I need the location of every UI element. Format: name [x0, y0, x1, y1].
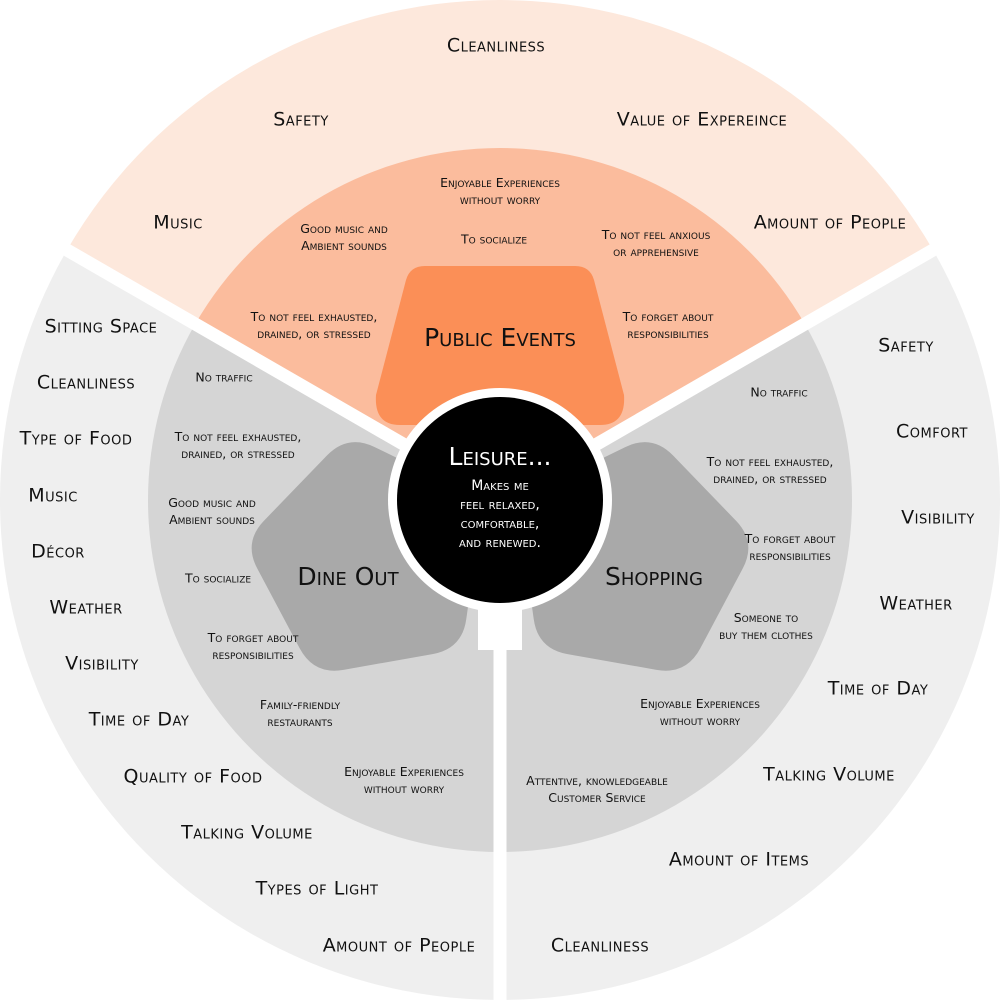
dine-out-inner-item-line: To forget about: [207, 630, 299, 645]
dine-out-outer-item: Talking Volume: [180, 822, 313, 844]
public-events-label: Public Events: [424, 323, 576, 352]
public-events-inner-item-line: To socialize: [460, 232, 527, 247]
public-events-outer-item: Amount of People: [754, 212, 907, 234]
public-events-inner-item-line: responsibilities: [627, 326, 709, 341]
shopping-outer-item: Visibility: [901, 507, 975, 529]
public-events-outer-item: Cleanliness: [447, 35, 545, 57]
dine-out-outer-item: Weather: [49, 597, 122, 619]
shopping-inner-item-line: responsibilities: [749, 548, 831, 563]
public-events-outer-item: Music: [153, 212, 203, 234]
shopping-inner-item: To not feel exhausted, drained, or stress…: [706, 454, 834, 486]
dine-out-inner-item: Enjoyable Experiences without worry: [344, 764, 464, 796]
dine-out-inner-item-line: To not feel exhausted,: [174, 429, 302, 444]
dine-out-inner-item-line: restaurants: [267, 714, 332, 729]
public-events-inner-item: To not feel anxious or apprehensive: [601, 227, 711, 259]
dine-out-inner-item-line: Good music and: [168, 495, 256, 510]
public-events-outer-item: Safety: [273, 109, 329, 131]
dine-out-outer-item: Quality of Food: [123, 766, 262, 788]
dine-out-outer-item: Time of Day: [88, 709, 190, 731]
dine-out-inner-item-line: No traffic: [195, 370, 252, 385]
dine-out-inner-item: To forget about responsibilities: [207, 630, 299, 662]
dine-out-outer-item: Types of Light: [255, 878, 379, 900]
public-events-inner-item: To not feel exhausted, drained, or stress…: [250, 309, 378, 341]
shopping-inner-item: No traffic: [750, 385, 807, 400]
dine-out-outer-item: Amount of People: [323, 935, 476, 957]
shopping-inner-item-line: Someone to: [734, 610, 799, 625]
shopping-inner-item-line: Customer Service: [548, 790, 646, 805]
dine-out-outer-item: Cleanliness: [37, 372, 135, 394]
labels: Leisure... Makes me feel relaxed, comfortab…: [19, 35, 975, 957]
shopping-inner-item-line: buy them clothes: [719, 627, 813, 642]
shopping-outer-item: Talking Volume: [762, 764, 895, 786]
dine-out-inner-item: Family-friendly restaurants: [260, 697, 341, 729]
public-events-inner-item-line: without worry: [460, 192, 541, 207]
dine-out-inner-item: To socialize: [184, 571, 251, 586]
public-events-inner-item-line: Good music and: [300, 221, 388, 236]
center-subtitle-line: and renewed.: [459, 535, 541, 551]
dine-out-inner-item-line: Enjoyable Experiences: [344, 764, 464, 779]
center-circle: [397, 397, 603, 603]
public-events-inner-item-line: Ambient sounds: [301, 238, 387, 253]
public-events-inner-item-line: Enjoyable Experiences: [440, 175, 560, 190]
dine-out-inner-item: To not feel exhausted, drained, or stress…: [174, 429, 302, 461]
shopping-inner-item-line: No traffic: [750, 385, 807, 400]
dine-out-inner-item-line: without worry: [364, 781, 445, 796]
public-events-inner-item: To socialize: [460, 232, 527, 247]
public-events-inner-item: Enjoyable Experiences without worry: [440, 175, 560, 207]
shopping-outer-item: Safety: [878, 335, 934, 357]
dine-out-outer-item: Music: [28, 485, 78, 507]
shopping-outer-item: Weather: [879, 593, 952, 615]
dine-out-inner-item: No traffic: [195, 370, 252, 385]
dine-out-label: Dine Out: [297, 562, 399, 591]
shopping-outer-item: Cleanliness: [551, 935, 649, 957]
public-events-inner-item-line: To not feel anxious: [601, 227, 711, 242]
dine-out-outer-item: Décor: [31, 541, 85, 563]
center-subtitle-line: feel relaxed,: [460, 497, 540, 513]
public-events-hub: [375, 266, 625, 425]
center-subtitle-line: Makes me: [471, 478, 529, 494]
dine-out-inner-item-line: To socialize: [184, 571, 251, 586]
public-events-inner-item-line: To forget about: [622, 309, 714, 324]
shopping-inner-item: Enjoyable Experiences without worry: [640, 696, 760, 728]
dine-out-inner-item-line: drained, or stressed: [181, 446, 294, 461]
shopping-inner-item-line: To forget about: [744, 531, 836, 546]
center-title: Leisure...: [449, 442, 552, 471]
shopping-inner-item-line: Attentive, knowledgeable: [526, 773, 668, 788]
center-subtitle-line: comfortable,: [461, 516, 540, 532]
public-events-inner-item: To forget about responsibilities: [622, 309, 714, 341]
dine-out-inner-item-line: responsibilities: [212, 647, 294, 662]
shopping-inner-item: To forget about responsibilities: [744, 531, 836, 563]
dine-out-inner-item-line: Ambient sounds: [169, 512, 255, 527]
shopping-inner-item: Someone to buy them clothes: [719, 610, 813, 642]
shopping-inner-item-line: drained, or stressed: [713, 471, 826, 486]
public-events-inner-item-line: To not feel exhausted,: [250, 309, 378, 324]
shopping-outer-item: Comfort: [896, 421, 968, 443]
shopping-outer-item: Time of Day: [827, 678, 929, 700]
shopping-inner-item-line: To not feel exhausted,: [706, 454, 834, 469]
public-events-outer-item: Value of Expereince: [617, 109, 788, 131]
public-events-inner-item-line: drained, or stressed: [257, 326, 370, 341]
dine-out-outer-item: Visibility: [65, 653, 139, 675]
shopping-label: Shopping: [605, 562, 703, 591]
dine-out-outer-item: Sitting Space: [45, 316, 158, 338]
shopping-outer-item: Amount of Items: [669, 849, 809, 871]
dine-out-outer-item: Type of Food: [19, 428, 133, 450]
shopping-inner-item-line: Enjoyable Experiences: [640, 696, 760, 711]
public-events-inner-item-line: or apprehensive: [613, 244, 699, 259]
shopping-inner-item-line: without worry: [660, 713, 741, 728]
dine-out-inner-item-line: Family-friendly: [260, 697, 341, 712]
